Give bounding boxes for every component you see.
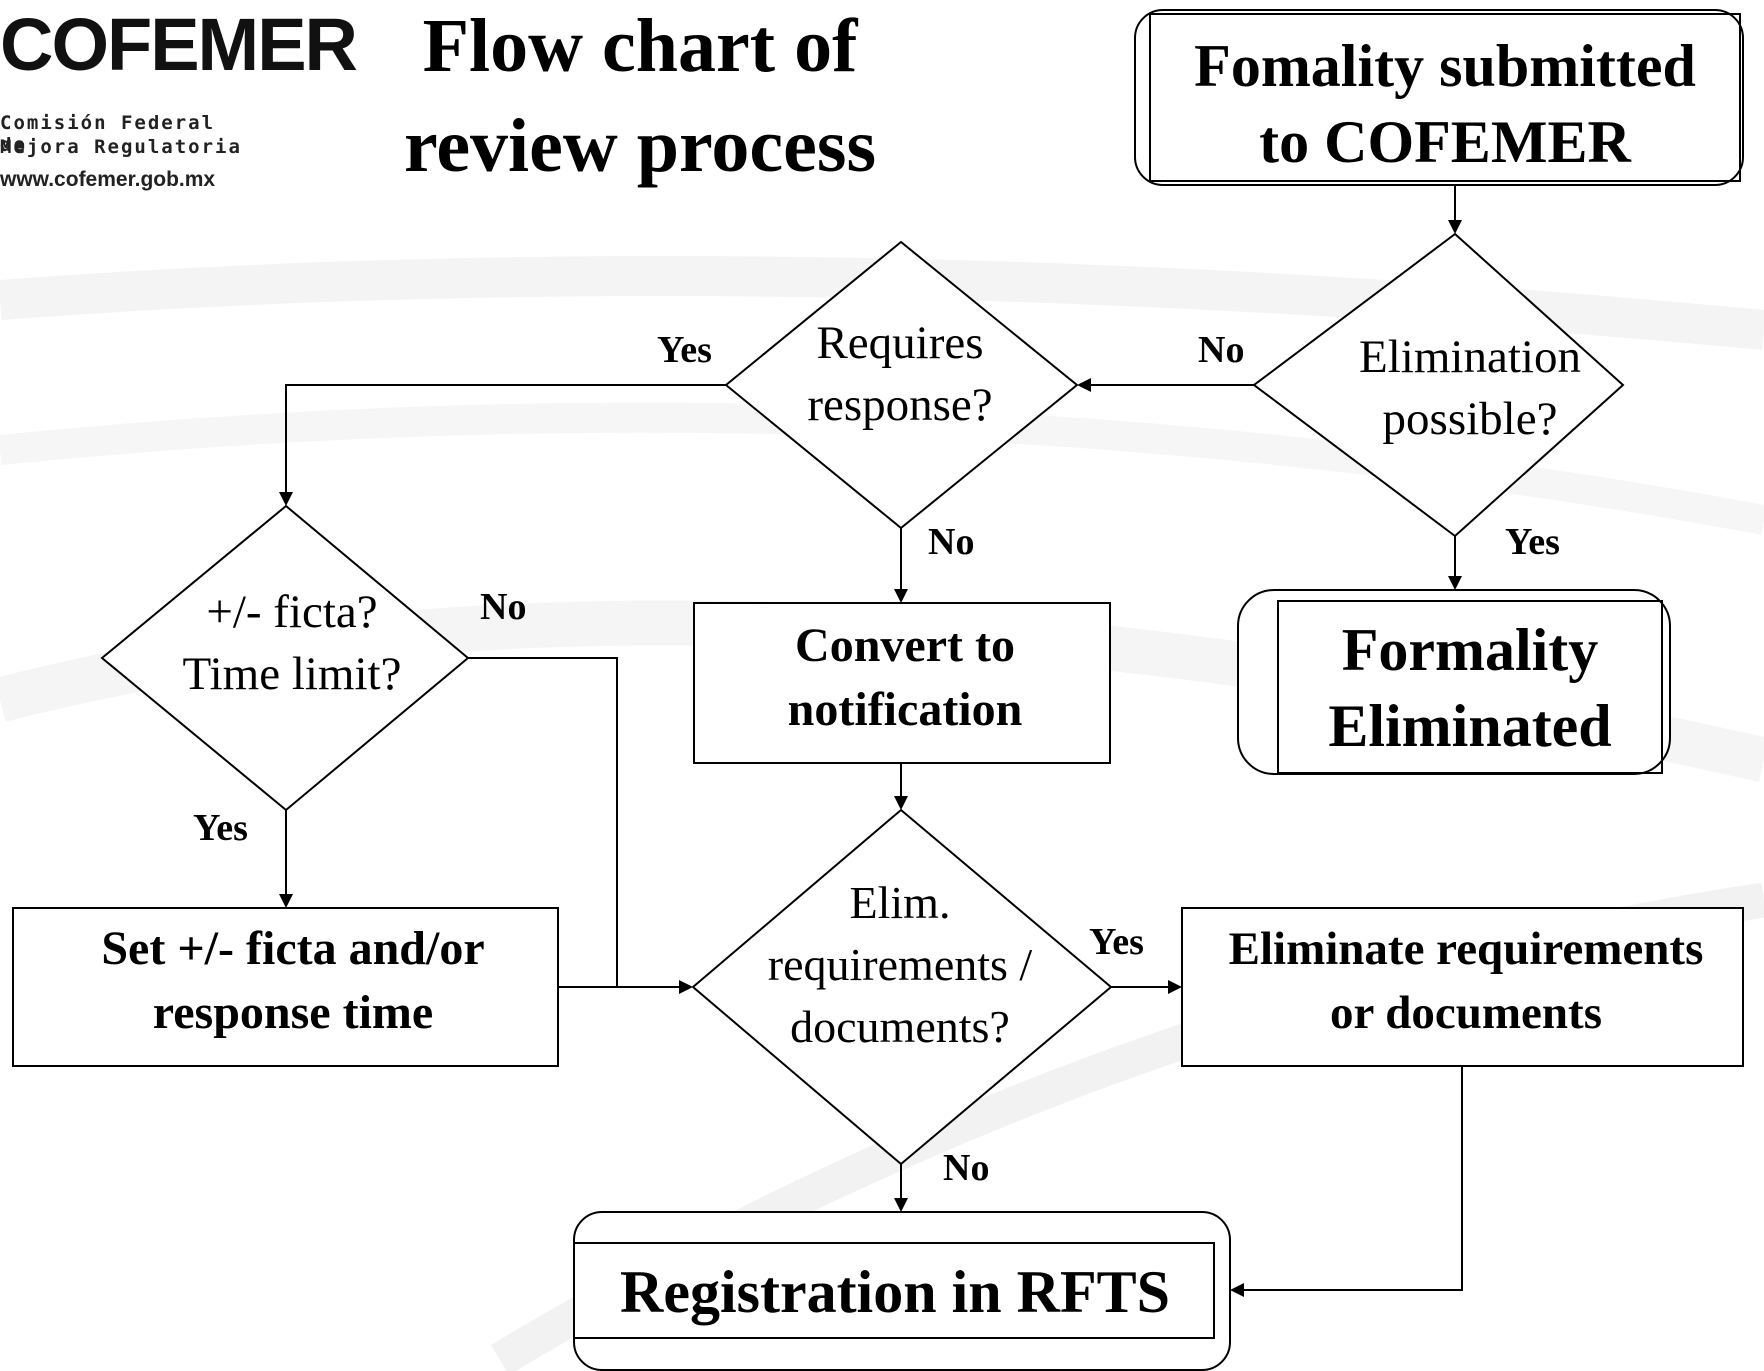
page-title-line-1: Flow chart of	[422, 4, 858, 88]
formality-eliminated-line-2: Eliminated	[1328, 693, 1612, 759]
convert-notification-box	[693, 602, 1111, 764]
eliminate-requirements-box	[1181, 907, 1744, 1067]
elimination-possible-line-1: Elimination	[1359, 331, 1581, 383]
elimination-possible-label: Elimination possible?	[1280, 326, 1660, 450]
requires-response-label: Requires response?	[700, 312, 1100, 436]
registration-line-1: Registration in RFTS	[619, 1259, 1171, 1325]
eliminate-requirements-line-1: Eliminate requirements	[1228, 923, 1704, 975]
formality-eliminated-label: Formality Eliminated	[1278, 612, 1662, 764]
set-ficta-box	[12, 907, 559, 1067]
elim-requirements-line-2: requirements /	[767, 939, 1033, 990]
set-ficta-line-2: response time	[152, 986, 434, 1039]
ficta-time-limit-line-1: +/- ficta?	[206, 586, 378, 638]
edge-label-elimreq-no: No	[943, 1147, 990, 1189]
edge-label-elim-yes: Yes	[1505, 521, 1560, 563]
requires-response-line-1: Requires	[816, 317, 984, 369]
convert-notification-line-2: notification	[787, 683, 1023, 736]
logo-line-1: Comisión Federal de	[0, 112, 216, 156]
eliminate-requirements-label: Eliminate requirements or documents	[1186, 917, 1746, 1045]
registration-label: Registration in RFTS	[590, 1254, 1200, 1330]
edge-eliminate-registration	[1230, 1066, 1463, 1297]
cofemer-logo: COFEMER Comisión Federal de Mejora Regul…	[0, 0, 358, 200]
elimination-possible-line-2: possible?	[1382, 393, 1558, 445]
edge-ficta-no	[468, 657, 618, 987]
page-title: Flow chart of review process	[330, 0, 950, 196]
page-title-line-2: review process	[403, 104, 877, 188]
edge-label-elim-no: No	[1198, 329, 1245, 371]
submitted-box	[1134, 9, 1744, 186]
submitted-label: Fomality submitted to COFEMER	[1150, 28, 1740, 180]
ficta-time-limit-line-2: Time limit?	[182, 648, 402, 700]
elim-requirements-label: Elim. requirements / documents?	[700, 872, 1100, 1058]
logo-brand: COFEMER	[0, 3, 358, 86]
submitted-line-1: Fomality submitted	[1194, 33, 1696, 99]
edge-requires-ficta	[279, 384, 726, 506]
edge-label-requires-no: No	[928, 521, 975, 563]
logo-url: www.cofemer.gob.mx	[0, 168, 216, 191]
set-ficta-label: Set +/- ficta and/or response time	[13, 917, 573, 1045]
formality-eliminated-line-1: Formality	[1341, 617, 1599, 683]
submitted-line-2: to COFEMER	[1259, 109, 1631, 175]
requires-response-line-2: response?	[807, 379, 993, 431]
formality-eliminated-box-inner	[1277, 600, 1663, 774]
elim-requirements-line-1: Elim.	[849, 877, 951, 928]
edge-label-ficta-no: No	[480, 586, 527, 628]
edge-label-requires-yes: Yes	[657, 329, 712, 371]
edge-label-ficta-yes: Yes	[193, 807, 248, 849]
eliminate-requirements-line-2: or documents	[1330, 987, 1602, 1039]
registration-box-inner	[573, 1242, 1215, 1339]
convert-notification-line-1: Convert to	[795, 619, 1015, 672]
set-ficta-line-1: Set +/- ficta and/or	[101, 922, 485, 975]
logo-line-2: Mejora Regulatoria	[0, 136, 242, 158]
elim-requirements-line-3: documents?	[790, 1001, 1010, 1052]
submitted-box-inner	[1149, 13, 1741, 182]
ficta-time-limit-label: +/- ficta? Time limit?	[112, 581, 472, 705]
edge-label-elimreq-yes: Yes	[1089, 921, 1144, 963]
convert-notification-label: Convert to notification	[694, 614, 1116, 742]
